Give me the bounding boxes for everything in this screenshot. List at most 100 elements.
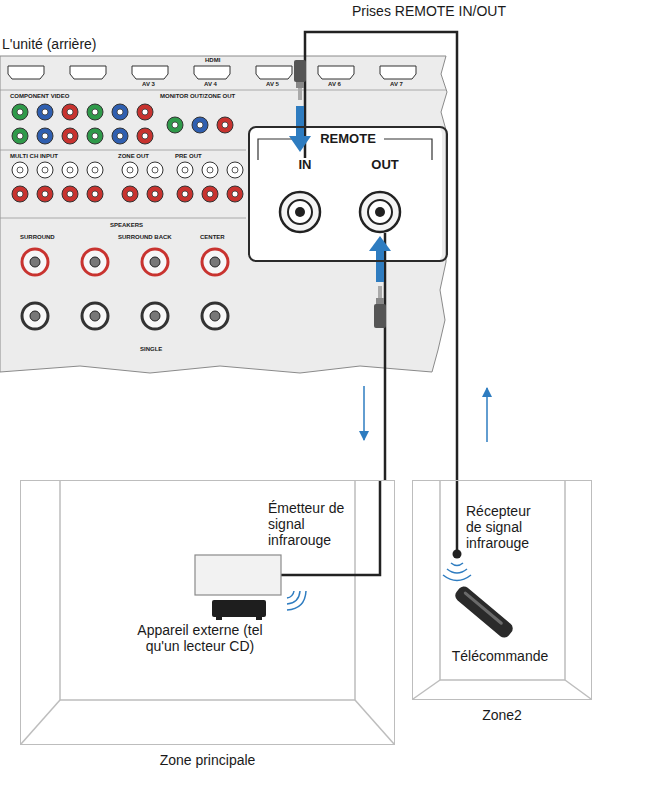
panel-marking: AV 3 [142, 81, 155, 88]
rca-jack-center [92, 133, 98, 139]
rca-jack-center [152, 191, 158, 197]
speaker-terminal-core [210, 311, 220, 321]
panel-marking: PRE OUT [175, 153, 202, 160]
speaker-terminal-core [150, 257, 160, 267]
rca-jack [87, 128, 103, 144]
rca-jack-center [197, 122, 203, 128]
remote-frame-line [384, 139, 432, 160]
hdmi-port [194, 66, 230, 79]
jack-label: IN [275, 158, 335, 173]
plug-in [294, 60, 306, 100]
rca-jack-center [207, 167, 213, 173]
rca-jack [112, 128, 128, 144]
rca-jack [137, 128, 153, 144]
external-device [212, 600, 266, 617]
plug-out [374, 286, 386, 328]
jack-label: OUT [355, 158, 415, 173]
panel-marking: SURROUND [20, 234, 55, 241]
panel-marking: HDMI [205, 57, 220, 64]
rca-jack-center [117, 133, 123, 139]
rca-jack-center [17, 167, 23, 173]
zone-name: Zone2 [413, 707, 591, 723]
remote-zoom-box: REMOTE IN OUT [248, 126, 448, 262]
rca-jack [87, 186, 103, 202]
rca-jack [202, 186, 218, 202]
room-main-zone: Zone principale [20, 480, 395, 745]
rca-jack-center [42, 167, 48, 173]
rca-jack [87, 162, 103, 178]
rear-panel [0, 56, 447, 373]
rca-jack [62, 128, 78, 144]
jack-out [360, 192, 400, 232]
receiver-cable [456, 481, 459, 553]
speaker-terminals [22, 249, 228, 329]
remote-zoom-fill [248, 126, 442, 262]
title: Prises REMOTE IN/OUT [352, 3, 506, 19]
signal-direction-arrow [363, 386, 365, 440]
rca-jack [122, 162, 138, 178]
hdmi-port [256, 66, 292, 79]
remote-cable [384, 233, 387, 480]
hdmi-ports [8, 66, 416, 79]
rca-jack-center [17, 109, 23, 115]
rca-jack-center [142, 109, 148, 115]
hdmi-port [70, 66, 106, 79]
hdmi-port [380, 66, 416, 79]
zone-name: Zone principale [21, 752, 394, 768]
callout-label: Appareil externe (tel qu'un lecteur CD) [125, 622, 275, 654]
rca-jack-center [182, 167, 188, 173]
insert-arrow [369, 236, 391, 282]
rca-jack [167, 117, 183, 133]
callout-label: Récepteur de signal infrarouge [466, 503, 546, 551]
panel-marking: AV 6 [328, 81, 341, 88]
ir-receiver [453, 550, 462, 559]
ir-emitter [195, 555, 281, 595]
rca-jack [37, 104, 53, 120]
rca-jack [177, 162, 193, 178]
rca-jack [12, 162, 28, 178]
rca-jack-center [142, 133, 148, 139]
rca-jack-center [182, 191, 188, 197]
rca-jack-center [222, 122, 228, 128]
rca-jack-center [92, 167, 98, 173]
rca-jack [147, 162, 163, 178]
rca-jack [202, 162, 218, 178]
rca-jack-center [67, 167, 73, 173]
speaker-terminal-core [210, 257, 220, 267]
rca-jack [112, 104, 128, 120]
rca-jack [37, 186, 53, 202]
speaker-terminal [202, 249, 228, 275]
panel-marking: MONITOR OUT/ZONE OUT [160, 93, 235, 100]
hdmi-port [8, 66, 44, 79]
hdmi-port [318, 66, 354, 79]
jack-in [280, 192, 320, 232]
device-foot [216, 617, 222, 620]
speaker-terminal-core [150, 311, 160, 321]
rca-jack-center [232, 191, 238, 197]
rca-jack-center [152, 167, 158, 173]
jack-label: REMOTE [250, 132, 446, 147]
speaker-terminal-core [30, 311, 40, 321]
panel-marking: SINGLE [140, 346, 162, 353]
rca-jack-center [92, 191, 98, 197]
insert-arrow [289, 106, 311, 152]
signal-direction-arrow [486, 388, 488, 442]
rca-jack-center [117, 109, 123, 115]
ir-waves [443, 563, 471, 581]
rca-jack-center [127, 167, 133, 173]
rca-jack [12, 186, 28, 202]
panel-divider [0, 90, 446, 91]
rca-jack-center [17, 191, 23, 197]
rca-jack-center [127, 191, 133, 197]
panel-marking: AV 5 [266, 81, 279, 88]
device-foot [256, 617, 262, 620]
rca-jack-center [172, 122, 178, 128]
rca-jack-center [42, 109, 48, 115]
rca-jack-center [92, 109, 98, 115]
rca-jack [62, 104, 78, 120]
panel-divider [0, 218, 246, 219]
rca-jack [227, 186, 243, 202]
hdmi-port [132, 66, 168, 79]
rca-jack [37, 128, 53, 144]
